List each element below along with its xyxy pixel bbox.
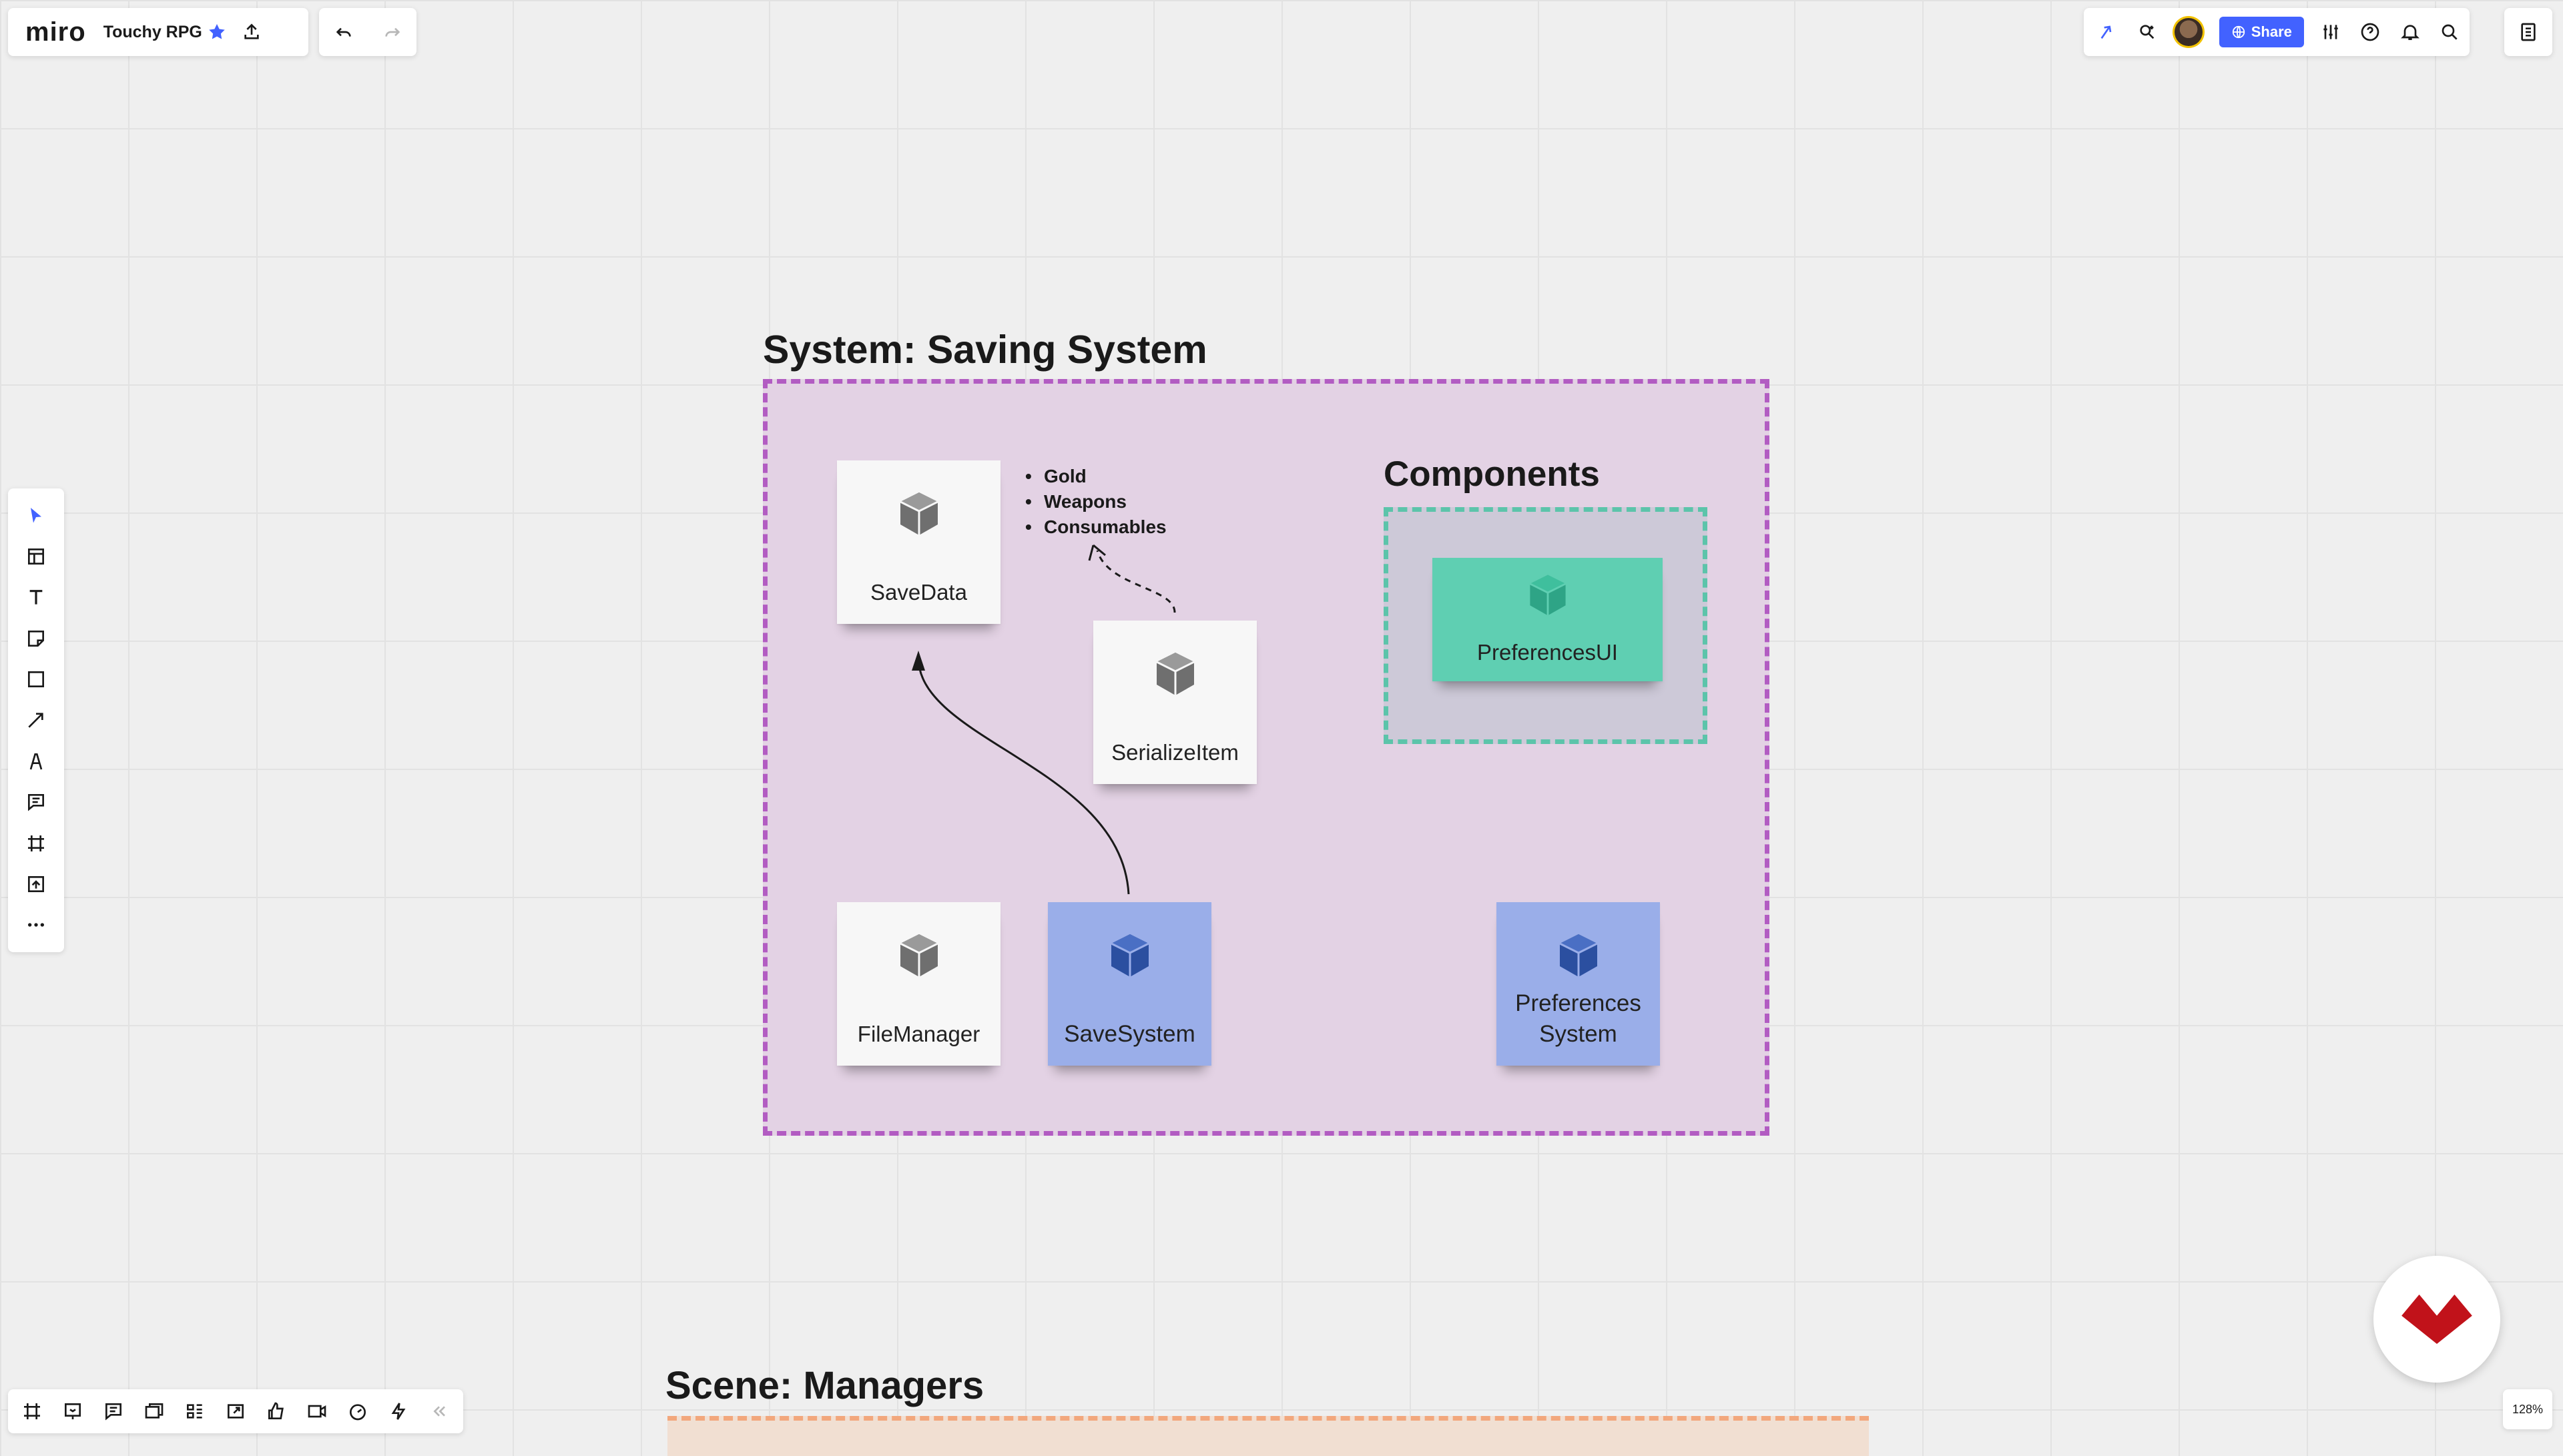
list-item: Consumables	[1025, 514, 1167, 540]
board-list-icon[interactable]	[2508, 12, 2548, 52]
scene-title[interactable]: Scene: Managers	[665, 1364, 984, 1407]
sticky-label: SaveSystem	[1064, 1021, 1195, 1047]
star-icon[interactable]	[202, 12, 232, 52]
connector-icon[interactable]	[16, 700, 56, 740]
shape-icon[interactable]	[16, 659, 56, 699]
tool-fab-button[interactable]	[2373, 1256, 2500, 1383]
miro-logo[interactable]: miro	[25, 17, 86, 47]
timer-icon[interactable]	[339, 1391, 376, 1431]
sticky-label: SerializeItem	[1111, 740, 1239, 765]
logo-mark-icon	[2401, 1295, 2472, 1344]
sticky-note-icon[interactable]	[16, 619, 56, 659]
kanban-icon[interactable]	[176, 1391, 214, 1431]
zoom-level: 128%	[2512, 1402, 2544, 1416]
reactions-icon[interactable]	[258, 1391, 295, 1431]
share-label: Share	[2251, 23, 2292, 40]
export-icon[interactable]	[232, 12, 272, 52]
pen-icon[interactable]	[16, 741, 56, 781]
bottom-toolbar	[8, 1389, 463, 1433]
list-item: Weapons	[1025, 489, 1167, 514]
cube-icon	[899, 934, 938, 977]
cube-icon	[1110, 934, 1149, 977]
sticky-label: Preferences System	[1515, 990, 1641, 1047]
sticky-serializeitem[interactable]: SerializeItem	[1093, 621, 1257, 784]
settings-sliders-icon[interactable]	[2311, 12, 2351, 52]
zoom-indicator[interactable]: 128%	[2503, 1389, 2552, 1429]
sticky-label: SaveData	[870, 580, 967, 605]
sticky-label: FileManager	[857, 1022, 980, 1046]
left-toolbar	[8, 488, 64, 952]
undo-redo-bar	[319, 8, 416, 56]
cursor-icon[interactable]	[16, 496, 56, 536]
scene-managers-frame[interactable]	[667, 1416, 1869, 1456]
sticky-label: PreferencesUI	[1477, 640, 1618, 665]
cards-icon[interactable]	[135, 1391, 173, 1431]
search-icon[interactable]	[2430, 12, 2470, 52]
frame-icon[interactable]	[16, 823, 56, 863]
sticky-savesystem[interactable]: SaveSystem	[1048, 902, 1211, 1066]
save-content-list[interactable]: Gold Weapons Consumables	[1025, 464, 1167, 540]
undo-icon[interactable]	[324, 12, 364, 52]
sticky-preferences-system[interactable]: Preferences System	[1496, 902, 1660, 1066]
board-menu-panel	[2504, 8, 2552, 56]
cube-icon	[1529, 575, 1566, 616]
sticky-preferencesui[interactable]: PreferencesUI	[1432, 558, 1663, 681]
comments-icon[interactable]	[95, 1391, 132, 1431]
savesystem-arrowhead	[912, 651, 925, 671]
collapse-icon[interactable]	[420, 1391, 458, 1431]
presentation-icon[interactable]	[54, 1391, 91, 1431]
list-item: Gold	[1025, 464, 1167, 489]
globe-icon	[2232, 25, 2245, 39]
serializeitem-to-bullets-arrow[interactable]	[1096, 550, 1176, 613]
board-title[interactable]: Touchy RPG	[103, 22, 202, 41]
video-icon[interactable]	[298, 1391, 336, 1431]
components-title[interactable]: Components	[1384, 454, 1600, 494]
text-icon[interactable]	[16, 577, 56, 617]
help-icon[interactable]	[2350, 12, 2390, 52]
cube-icon	[899, 492, 938, 535]
cube-icon	[1155, 653, 1195, 695]
notifications-bell-icon[interactable]	[2390, 12, 2430, 52]
share-screen-icon[interactable]	[217, 1391, 254, 1431]
top-right-bar: Share	[2084, 8, 2470, 56]
bullets-arrowhead	[1088, 544, 1106, 561]
sticky-filemanager[interactable]: FileManager	[837, 902, 1001, 1066]
more-icon[interactable]	[16, 905, 56, 945]
redo-icon[interactable]	[372, 12, 412, 52]
share-button[interactable]: Share	[2219, 17, 2304, 47]
reactions-cursor-icon[interactable]	[2088, 12, 2128, 52]
frame-title[interactable]: System: Saving System	[763, 328, 1207, 372]
cube-icon	[1558, 934, 1598, 977]
collaborators-icon[interactable]	[2128, 12, 2168, 52]
frames-icon[interactable]	[13, 1391, 51, 1431]
templates-icon[interactable]	[16, 536, 56, 577]
sticky-savedata[interactable]: SaveData	[837, 460, 1001, 624]
upload-icon[interactable]	[16, 864, 56, 904]
comment-icon[interactable]	[16, 782, 56, 822]
top-left-bar: miro Touchy RPG	[8, 8, 308, 56]
savesystem-to-savedata-arrow[interactable]	[917, 657, 1130, 895]
lightning-icon[interactable]	[380, 1391, 417, 1431]
avatar[interactable]	[2173, 16, 2205, 48]
